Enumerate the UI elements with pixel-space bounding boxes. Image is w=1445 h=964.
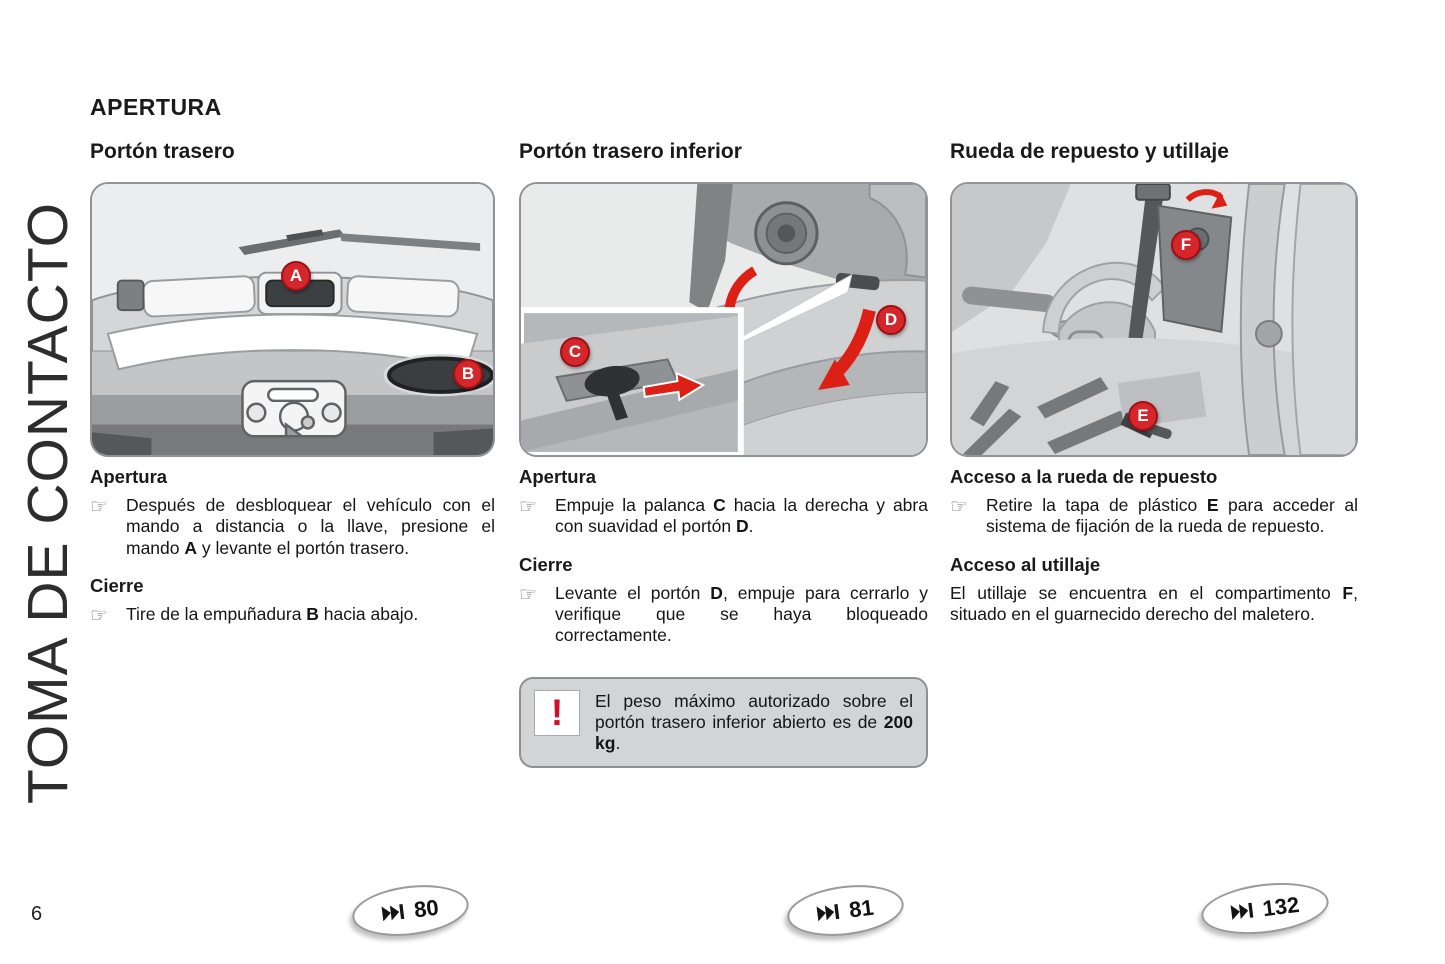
pointing-hand-icon: ☞ [950, 496, 968, 518]
pointing-hand-icon: ☞ [519, 496, 537, 518]
figure-marker: E [1128, 401, 1158, 431]
warning-text: El peso máximo autorizado sobre el portó… [595, 690, 913, 754]
skip-next-icon [381, 903, 405, 922]
instruction-item: ☞ Después de desbloquear el vehículo con… [90, 495, 495, 559]
page-reference-badge: 81 [784, 879, 907, 942]
rear-tailgate-illustration [92, 184, 493, 455]
instruction-item: ☞ Empuje la palanca C hacia la derecha y… [519, 495, 928, 538]
lower-tailgate-figure: C D [519, 182, 928, 457]
instruction-item: ☞ Tire de la empuñadura B hacia abajo. [90, 604, 495, 626]
instruction-item: ☞ Levante el portón D, empuje para cerra… [519, 583, 928, 647]
warning-icon: ! [534, 689, 580, 736]
column-lower-tailgate: Portón trasero inferior [519, 140, 928, 768]
section-text: El utillaje se encuentra en el compartim… [950, 582, 1358, 625]
figure-marker: A [281, 261, 311, 291]
figure-marker: B [453, 359, 483, 389]
figure-marker: D [876, 305, 906, 335]
spare-wheel-figure: F E [950, 182, 1358, 457]
column-spare-wheel-tools: Rueda de repuesto y utillaje [950, 140, 1358, 625]
section-title: Apertura [90, 466, 168, 487]
instruction-item: ☞ Retire la tapa de plástico E para acce… [950, 495, 1358, 538]
column-heading: Rueda de repuesto y utillaje [950, 140, 1229, 163]
page-reference-badge: 132 [1198, 876, 1332, 941]
warning-note: ! El peso máximo autorizado sobre el por… [519, 676, 928, 768]
pointing-hand-icon: ☞ [90, 496, 108, 518]
figure-marker: C [560, 337, 590, 367]
pointing-hand-icon: ☞ [519, 583, 537, 606]
instruction-text: Tire de la empuñadura B hacia abajo. [126, 604, 419, 625]
page-reference-badge: 80 [349, 879, 472, 942]
figure-marker: F [1171, 230, 1201, 260]
section-title: Acceso a la rueda de repuesto [950, 466, 1218, 487]
column-rear-tailgate: Portón trasero [90, 140, 495, 630]
column-heading: Portón trasero inferior [519, 140, 742, 163]
page-reference-number: 81 [847, 894, 875, 922]
section-title: Cierre [519, 553, 573, 575]
boot-interior-illustration [952, 184, 1356, 455]
skip-next-icon [1230, 902, 1253, 921]
instruction-text: Levante el portón D, empuje para cerrarl… [555, 582, 928, 646]
page-reference-number: 132 [1261, 891, 1301, 921]
pointing-hand-icon: ☞ [90, 605, 108, 628]
rear-tailgate-figure: A B [90, 182, 495, 457]
page-reference-number: 80 [412, 894, 440, 922]
instruction-text: Después de desbloquear el vehículo con e… [126, 495, 495, 558]
page-title: APERTURA [90, 94, 222, 120]
instruction-text: Empuje la palanca C hacia la derecha y a… [555, 495, 928, 537]
section-title: Cierre [90, 575, 144, 597]
skip-next-icon [816, 903, 840, 922]
section-title: Apertura [519, 466, 597, 487]
lower-tailgate-illustration [521, 184, 926, 455]
instruction-text: Retire la tapa de plástico E para accede… [986, 495, 1358, 537]
column-heading: Portón trasero [90, 140, 235, 163]
section-title: Acceso al utillaje [950, 553, 1101, 575]
page-number: 6 [31, 903, 43, 925]
chapter-side-label: TOMA DE CONTACTO [16, 202, 80, 804]
